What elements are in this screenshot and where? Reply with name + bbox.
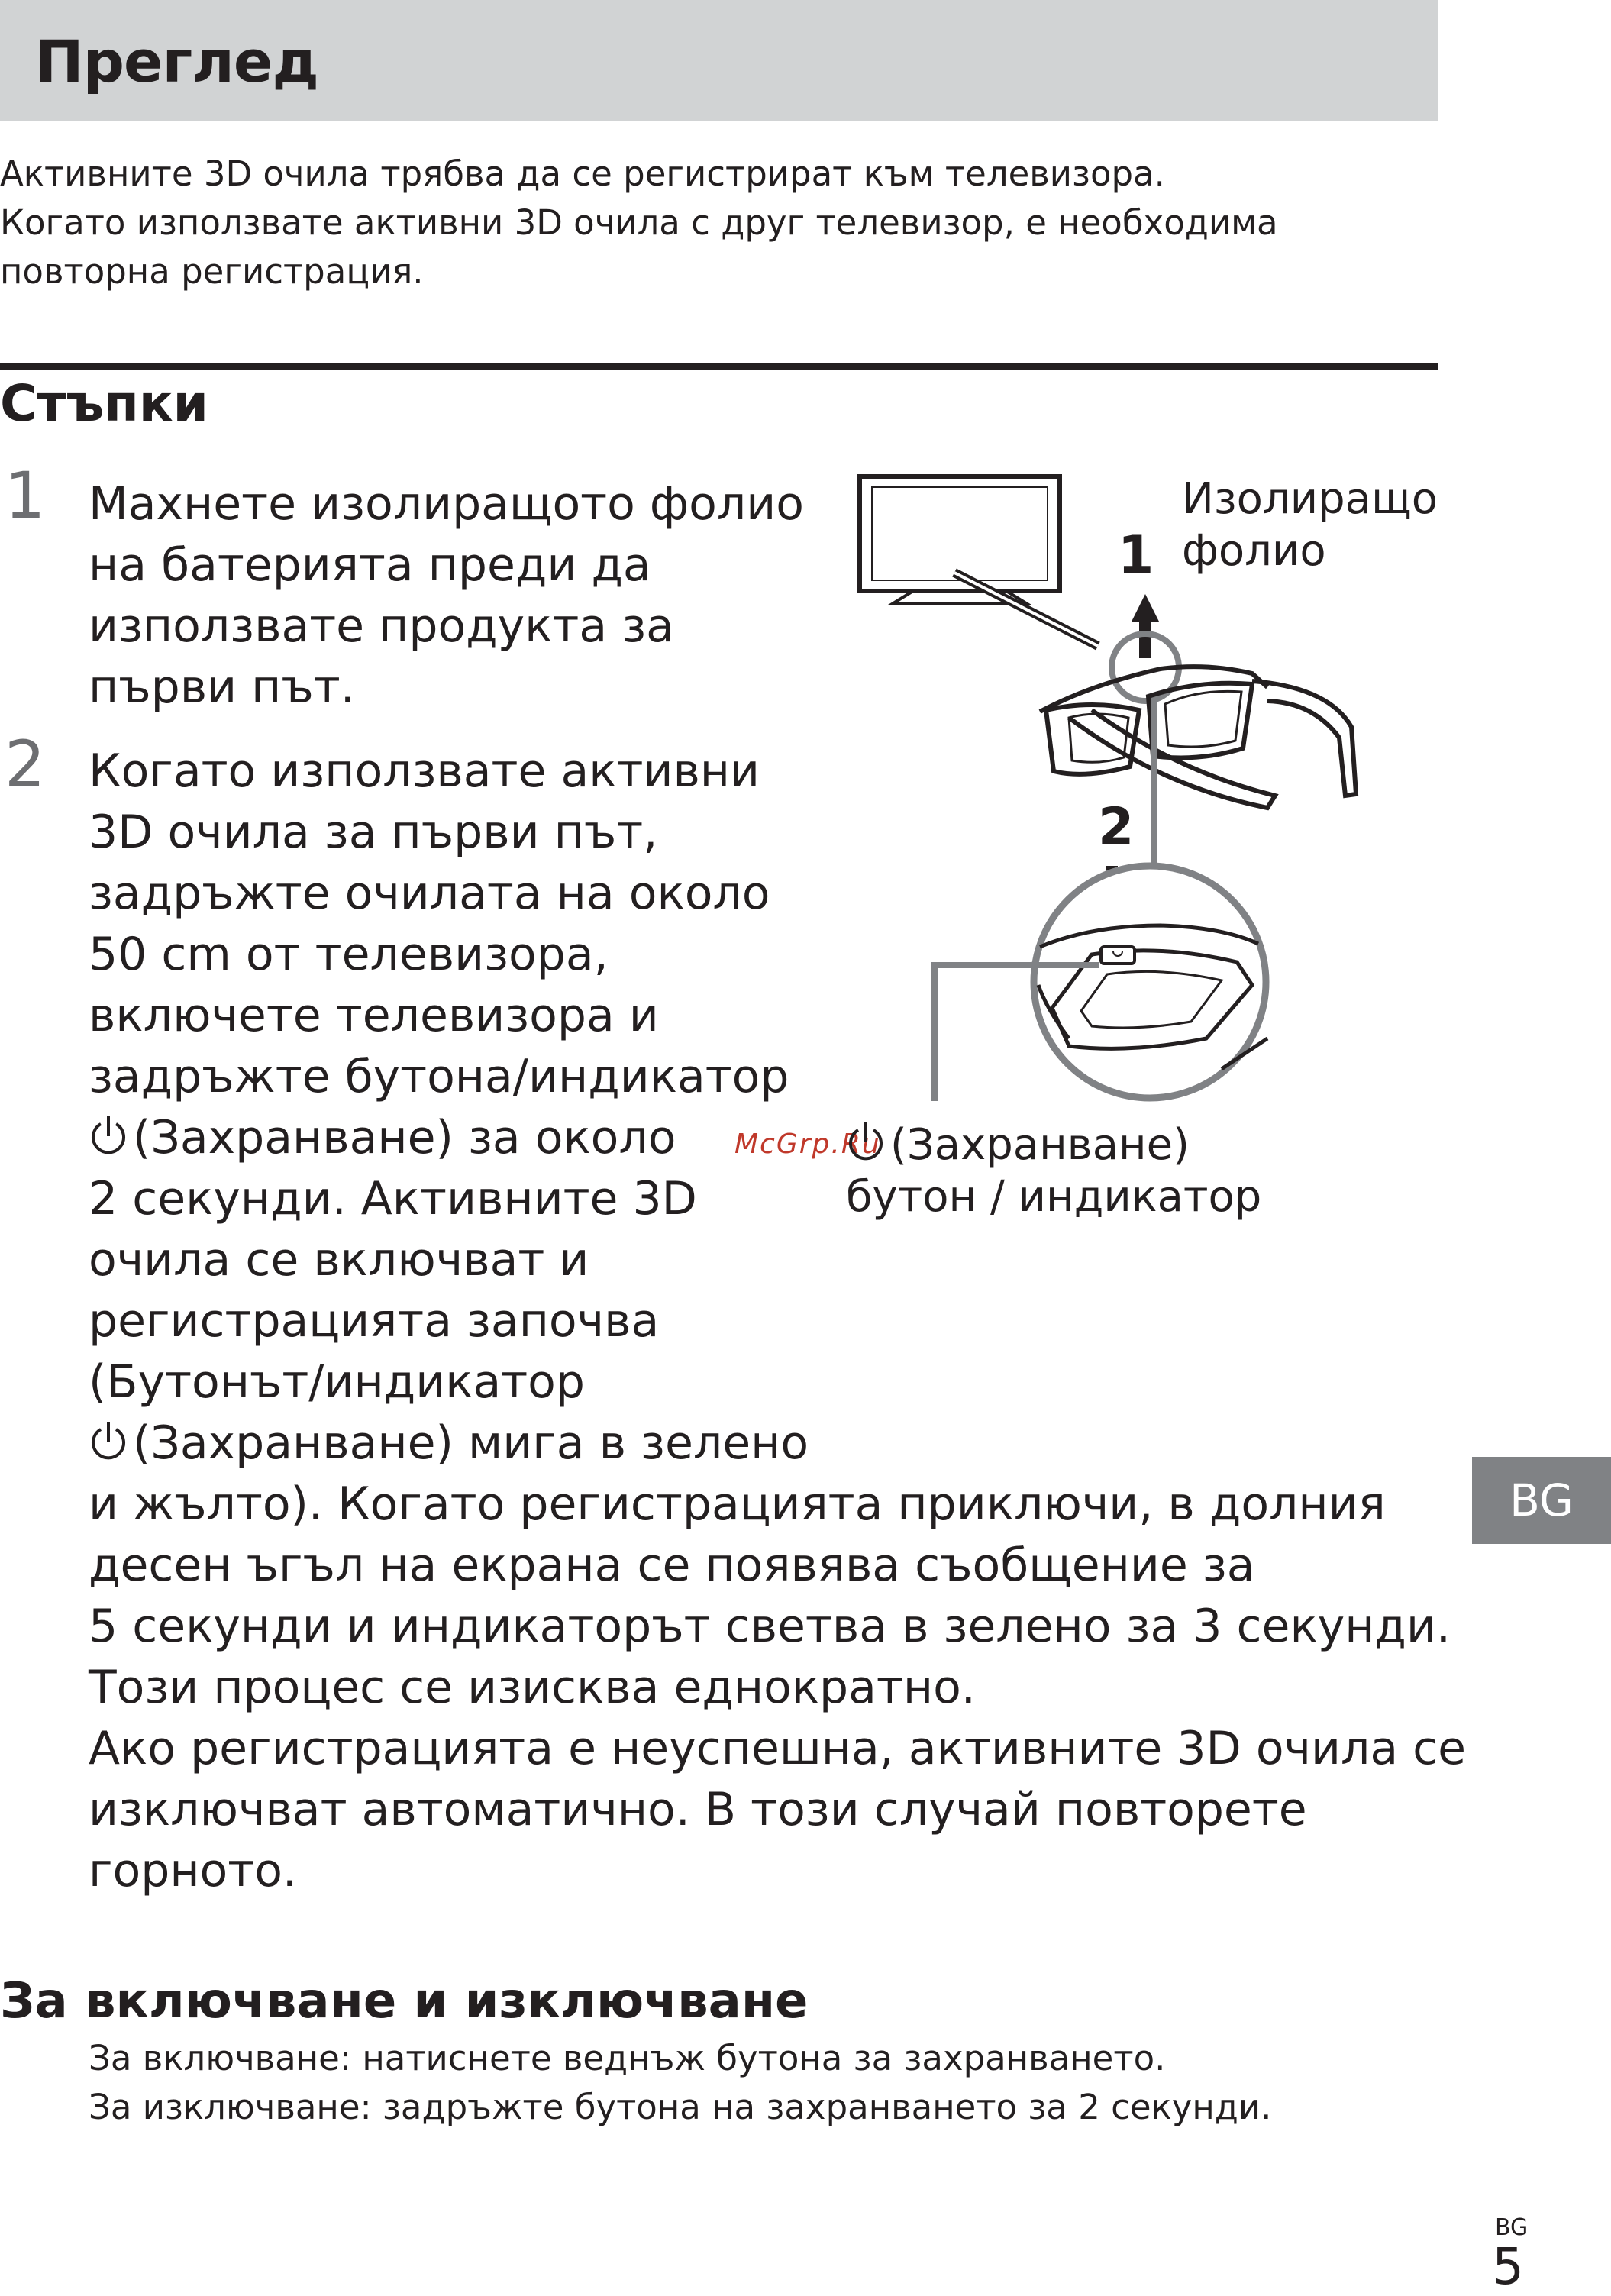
intro-paragraph: Активните 3D очила трябва да се регистри… bbox=[0, 150, 1420, 296]
step-line: изключват автоматично. В този случай пов… bbox=[89, 1783, 1307, 1836]
tv-icon bbox=[857, 474, 1062, 605]
arrow-up-icon bbox=[1132, 594, 1159, 658]
power-icon bbox=[849, 1122, 883, 1161]
step-line: (Бутонът/индикатор bbox=[89, 1355, 585, 1409]
step-line: десен ъгъл на екрана се появява съобщени… bbox=[89, 1539, 1255, 1592]
step-line: горното. bbox=[89, 1844, 297, 1897]
figure-marker-2: 2 bbox=[1098, 797, 1134, 857]
intro-line: Когато използвате активни 3D очила с дру… bbox=[0, 202, 1278, 243]
power-button-label: (Захранване) бутон / индикатор bbox=[846, 1120, 1262, 1222]
step-1-text: Махнете изолиращото фолио на батерията п… bbox=[89, 473, 804, 718]
header-bar bbox=[0, 0, 1438, 121]
power-icon bbox=[92, 1116, 125, 1154]
figure-marker-1: 1 bbox=[1118, 525, 1154, 586]
step-line: включете телевизора и bbox=[89, 989, 659, 1042]
power-off-line: За изключване: задръжте бутона на захран… bbox=[89, 2087, 1272, 2127]
step-line: използвате продукта за bbox=[89, 599, 674, 653]
step-line: и жълто). Когато регистрацията приключи,… bbox=[89, 1477, 1386, 1531]
step-line: на батерията преди да bbox=[89, 538, 651, 592]
step-line: задръжте очилата на около bbox=[89, 867, 770, 920]
step-line: 2 секунди. Активните 3D bbox=[89, 1172, 697, 1226]
power-section-text: За включване: натиснете веднъж бутона за… bbox=[89, 2034, 1271, 2132]
step-number: 2 bbox=[5, 727, 46, 802]
glasses-icon bbox=[1038, 664, 1359, 811]
footer-lang: BG bbox=[1495, 2214, 1529, 2241]
power-icon bbox=[92, 1422, 125, 1460]
step-line: Ако регистрацията е неуспешна, активните… bbox=[89, 1722, 1467, 1775]
intro-line: Активните 3D очила трябва да се регистри… bbox=[0, 153, 1165, 194]
step-line: задръжте бутона/индикатор bbox=[89, 1050, 789, 1103]
film-label: Изолиращо фолио bbox=[1182, 474, 1438, 576]
step-line: очила се включват и bbox=[89, 1233, 589, 1287]
power-on-line: За включване: натиснете веднъж бутона за… bbox=[89, 2038, 1166, 2078]
section-divider bbox=[0, 363, 1438, 370]
step-number: 1 bbox=[5, 458, 46, 533]
steps-heading: Стъпки bbox=[0, 374, 208, 433]
step-line: 5 секунди и индикаторът светва в зелено … bbox=[89, 1600, 1451, 1653]
step-line: първи път. bbox=[89, 660, 355, 714]
language-tab: BG bbox=[1472, 1457, 1611, 1544]
step-line: (Захранване) за около bbox=[89, 1107, 1466, 1168]
page-title: Преглед bbox=[35, 27, 319, 95]
intro-line: повторна регистрация. bbox=[0, 251, 424, 292]
step-line: Когато използвате активни bbox=[89, 744, 760, 798]
step-line: (Захранване) мига в зелено bbox=[89, 1413, 1466, 1474]
step-line: 50 cm от телевизора, bbox=[89, 928, 609, 981]
step-line: 3D очила за първи път, bbox=[89, 806, 658, 859]
step-line: Махнете изолиращото фолио bbox=[89, 477, 804, 531]
step-2-text: Когато използвате активни 3D очила за пъ… bbox=[89, 741, 1466, 1901]
registration-figure: 1 2 bbox=[857, 474, 1359, 1102]
step-line: регистрацията започва bbox=[89, 1294, 660, 1348]
power-section-heading: За включване и изключване bbox=[0, 1973, 809, 2030]
page-number: 5 bbox=[1492, 2237, 1524, 2296]
step-line: Този процес се изисква еднократно. bbox=[89, 1661, 976, 1714]
